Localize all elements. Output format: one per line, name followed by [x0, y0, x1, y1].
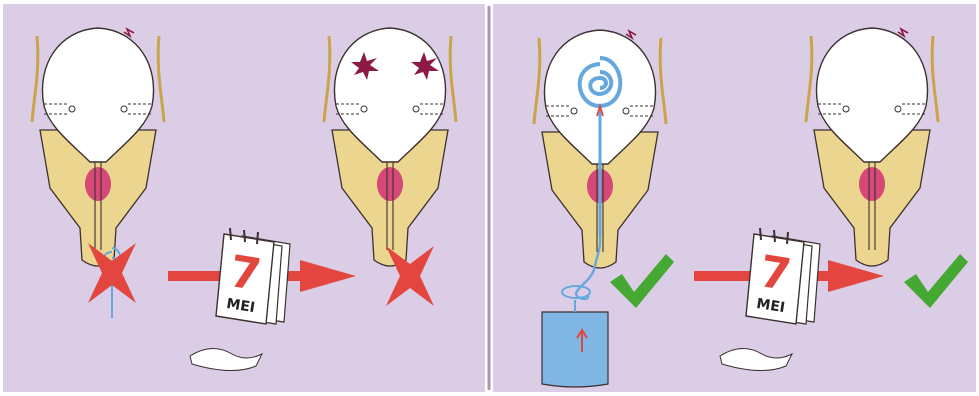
urine-bag-icon [542, 300, 608, 387]
